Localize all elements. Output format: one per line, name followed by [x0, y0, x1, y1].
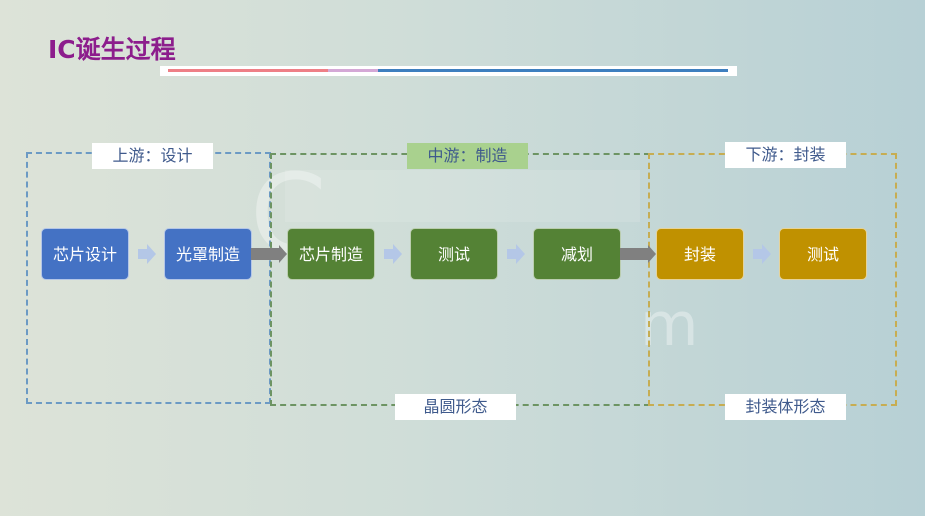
- label-package-form: 封装体形态: [725, 394, 846, 420]
- step-chip-fabrication: 芯片制造: [287, 228, 375, 280]
- step-mask-making: 光罩制造: [164, 228, 252, 280]
- step-packaging: 封装: [656, 228, 744, 280]
- label-wafer-form: 晶圆形态: [395, 394, 516, 420]
- step-wafer-test: 测试: [410, 228, 498, 280]
- step-final-test: 测试: [779, 228, 867, 280]
- arrow-right-icon: [507, 244, 525, 264]
- label-midstream: 中游：制造: [407, 143, 528, 169]
- underline-segment-blue: [378, 69, 728, 72]
- underline-segment-pink: [328, 69, 378, 72]
- arrow-right-icon: [753, 244, 771, 264]
- label-upstream: 上游：设计: [92, 143, 213, 169]
- watermark-panel: [285, 170, 640, 222]
- stage-connector-arrow-icon: [251, 245, 287, 263]
- page-title: IC诞生过程: [48, 35, 176, 64]
- arrow-right-icon: [384, 244, 402, 264]
- stage-connector-arrow-icon: [620, 245, 656, 263]
- title-underline: [160, 66, 737, 76]
- arrow-right-icon: [138, 244, 156, 264]
- underline-segment-red: [168, 69, 328, 72]
- step-chip-design: 芯片设计: [41, 228, 129, 280]
- step-dicing: 减划: [533, 228, 621, 280]
- label-downstream: 下游：封装: [725, 142, 846, 168]
